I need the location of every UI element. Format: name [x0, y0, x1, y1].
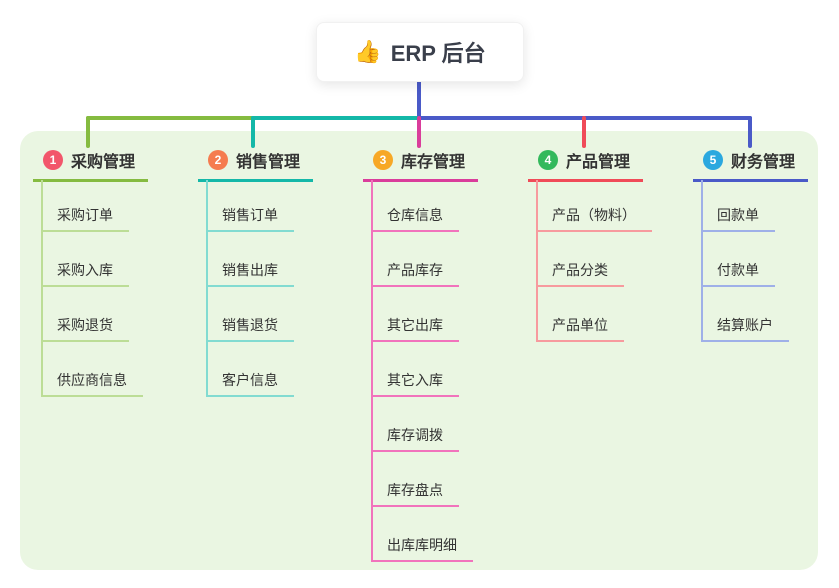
child-node[interactable]: 出库库明细 [371, 535, 473, 562]
branch-header[interactable]: 5 财务管理 [693, 148, 808, 182]
branch-label: 库存管理 [401, 154, 466, 171]
branch-number-badge: 5 [703, 150, 723, 170]
branch-drop-line-2 [251, 116, 255, 148]
branch-drop-line-1 [86, 116, 90, 148]
branch-children-connector-line [41, 180, 43, 397]
child-node[interactable]: 库存调拨 [371, 425, 459, 452]
branch-header[interactable]: 3 库存管理 [363, 148, 478, 182]
branch-2: 2 销售管理销售订单销售出库销售退货客户信息 [198, 148, 358, 397]
child-node[interactable]: 供应商信息 [41, 370, 143, 397]
branch-drop-line-4 [582, 116, 586, 148]
branch-drop-line-5 [748, 116, 752, 148]
child-node[interactable]: 采购订单 [41, 205, 129, 232]
child-node[interactable]: 销售订单 [206, 205, 294, 232]
branch-1: 1 采购管理采购订单采购入库采购退货供应商信息 [33, 148, 193, 397]
branch-header[interactable]: 1 采购管理 [33, 148, 148, 182]
branch-header[interactable]: 2 销售管理 [198, 148, 313, 182]
root-stem-line [417, 80, 421, 118]
branch-label: 财务管理 [731, 154, 796, 171]
branch-number-badge: 1 [43, 150, 63, 170]
branch-number-badge: 2 [208, 150, 228, 170]
branch-5: 5 财务管理回款单付款单结算账户 [693, 148, 839, 342]
branch-label: 采购管理 [71, 154, 136, 171]
child-node[interactable]: 库存盘点 [371, 480, 459, 507]
child-node[interactable]: 产品（物料） [536, 205, 652, 232]
branch-children-connector-line [371, 180, 373, 562]
branch-3: 3 库存管理仓库信息产品库存其它出库其它入库库存调拨库存盘点出库库明细 [363, 148, 523, 562]
branch-number-badge: 3 [373, 150, 393, 170]
connector-segment-1 [86, 116, 255, 120]
branch-label: 销售管理 [236, 154, 301, 171]
child-node[interactable]: 其它出库 [371, 315, 459, 342]
child-node[interactable]: 销售退货 [206, 315, 294, 342]
branch-header[interactable]: 4 产品管理 [528, 148, 643, 182]
child-node[interactable]: 产品分类 [536, 260, 624, 287]
child-node[interactable]: 其它入库 [371, 370, 459, 397]
child-node[interactable]: 产品单位 [536, 315, 624, 342]
child-node[interactable]: 回款单 [701, 205, 775, 232]
child-node[interactable]: 销售出库 [206, 260, 294, 287]
branch-4: 4 产品管理产品（物料） 产品分类产品单位 [528, 148, 688, 342]
child-node[interactable]: 客户信息 [206, 370, 294, 397]
branch-drop-line-3 [417, 116, 421, 148]
thumbs-up-icon: 👍 [354, 39, 382, 64]
child-node[interactable]: 付款单 [701, 260, 775, 287]
child-node[interactable]: 产品库存 [371, 260, 459, 287]
connector-segment-2 [251, 116, 421, 120]
branches-panel [20, 131, 818, 570]
root-node[interactable]: 👍 ERP 后台 [316, 22, 524, 82]
child-node[interactable]: 仓库信息 [371, 205, 459, 232]
root-title: ERP 后台 [390, 41, 486, 66]
branch-label: 产品管理 [566, 154, 631, 171]
branch-children-connector-line [701, 180, 703, 342]
branch-children-connector-line [206, 180, 208, 397]
child-node[interactable]: 结算账户 [701, 315, 789, 342]
branch-children-connector-line [536, 180, 538, 342]
branch-number-badge: 4 [538, 150, 558, 170]
child-node[interactable]: 采购入库 [41, 260, 129, 287]
child-node[interactable]: 采购退货 [41, 315, 129, 342]
